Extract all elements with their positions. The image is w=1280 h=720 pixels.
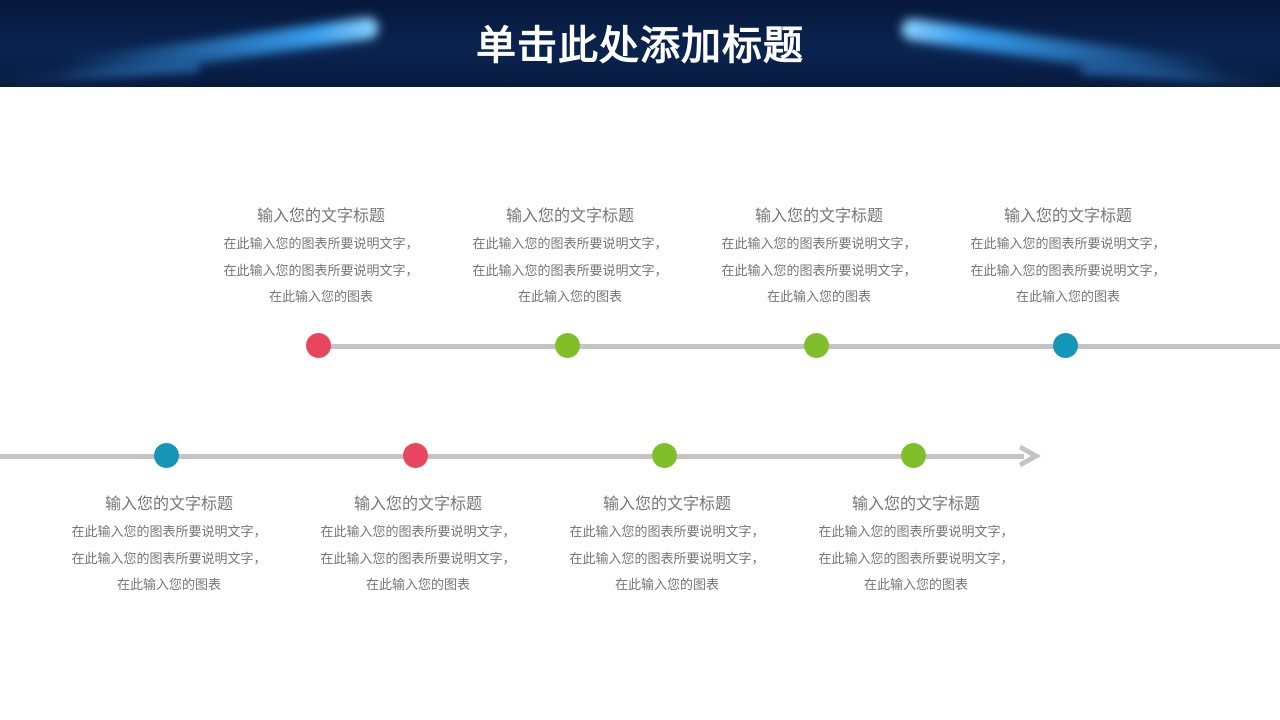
item-title: 输入您的文字标题 <box>754 206 883 225</box>
timeline-text-block[interactable]: 输入您的文字标题在此输入您的图表所要说明文字， 在此输入您的图表所要说明文字， 在此… <box>948 204 1188 312</box>
timeline-node <box>153 443 179 468</box>
timeline-node <box>651 443 677 468</box>
item-description-line: 在此输入您的图表 <box>268 290 373 305</box>
item-description-line: 在此输入您的图表所要说明文字， <box>71 525 267 540</box>
item-description-line: 在此输入您的图表所要说明文字， <box>320 551 516 567</box>
timeline-text-block[interactable]: 输入您的文字标题在此输入您的图表所要说明文字， 在此输入您的图表所要说明文字， 在此… <box>49 492 289 600</box>
item-description-line: 在此输入您的图表 <box>365 578 470 593</box>
item-title: 输入您的文字标题 <box>505 206 634 225</box>
timeline-node <box>554 333 580 358</box>
item-title: 输入您的文字标题 <box>851 494 980 513</box>
item-title: 输入您的文字标题 <box>256 206 385 225</box>
timeline-text-block[interactable]: 输入您的文字标题在此输入您的图表所要说明文字， 在此输入您的图表所要说明文字， 在此… <box>298 492 538 600</box>
item-description-line: 在此输入您的图表 <box>1015 290 1120 305</box>
timeline-text-block[interactable]: 输入您的文字标题在此输入您的图表所要说明文字， 在此输入您的图表所要说明文字， 在此… <box>201 204 441 312</box>
timeline-bottom-line <box>0 453 1024 459</box>
item-description-line: 在此输入您的图表 <box>517 290 622 305</box>
item-description-line: 在此输入您的图表所要说明文字， <box>721 237 917 252</box>
item-title: 输入您的文字标题 <box>104 494 233 513</box>
timeline-top-line <box>318 343 1280 349</box>
timeline-arrowhead <box>1018 444 1042 468</box>
item-description-line: 在此输入您的图表所要说明文字， <box>721 263 917 279</box>
item-description-line: 在此输入您的图表 <box>766 290 871 305</box>
item-description-line: 在此输入您的图表所要说明文字， <box>472 237 668 252</box>
item-description-line: 在此输入您的图表所要说明文字， <box>970 237 1166 252</box>
item-description-line: 在此输入您的图表所要说明文字， <box>223 263 419 279</box>
item-title: 输入您的文字标题 <box>1003 206 1132 225</box>
slide-title[interactable]: 单击此处添加标题 <box>476 23 804 69</box>
item-description-line: 在此输入您的图表所要说明文字， <box>320 525 516 540</box>
timeline-text-block[interactable]: 输入您的文字标题在此输入您的图表所要说明文字， 在此输入您的图表所要说明文字， 在此… <box>450 204 690 312</box>
item-description-line: 在此输入您的图表所要说明文字， <box>970 263 1166 279</box>
item-description-line: 在此输入您的图表所要说明文字， <box>472 263 668 279</box>
item-title: 输入您的文字标题 <box>353 494 482 513</box>
title-banner: 单击此处添加标题 <box>0 0 1280 87</box>
item-description-line: 在此输入您的图表所要说明文字， <box>71 551 267 567</box>
item-description-line: 在此输入您的图表所要说明文字， <box>569 551 765 567</box>
item-description-line: 在此输入您的图表所要说明文字， <box>569 525 765 540</box>
item-description-line: 在此输入您的图表 <box>614 578 719 593</box>
item-title: 输入您的文字标题 <box>602 494 731 513</box>
item-description-line: 在此输入您的图表 <box>863 578 968 593</box>
item-description-line: 在此输入您的图表所要说明文字， <box>818 551 1014 567</box>
timeline-node <box>900 443 926 468</box>
timeline-node <box>803 333 829 358</box>
item-description-line: 在此输入您的图表所要说明文字， <box>818 525 1014 540</box>
timeline-text-block[interactable]: 输入您的文字标题在此输入您的图表所要说明文字， 在此输入您的图表所要说明文字， 在此… <box>796 492 1036 600</box>
timeline-text-block[interactable]: 输入您的文字标题在此输入您的图表所要说明文字， 在此输入您的图表所要说明文字， 在此… <box>699 204 939 312</box>
item-description-line: 在此输入您的图表所要说明文字， <box>223 237 419 252</box>
item-description-line: 在此输入您的图表 <box>116 578 221 593</box>
timeline-node <box>1052 333 1078 358</box>
timeline-node <box>305 333 331 358</box>
timeline-node <box>402 443 428 468</box>
timeline-text-block[interactable]: 输入您的文字标题在此输入您的图表所要说明文字， 在此输入您的图表所要说明文字， 在此… <box>547 492 787 600</box>
